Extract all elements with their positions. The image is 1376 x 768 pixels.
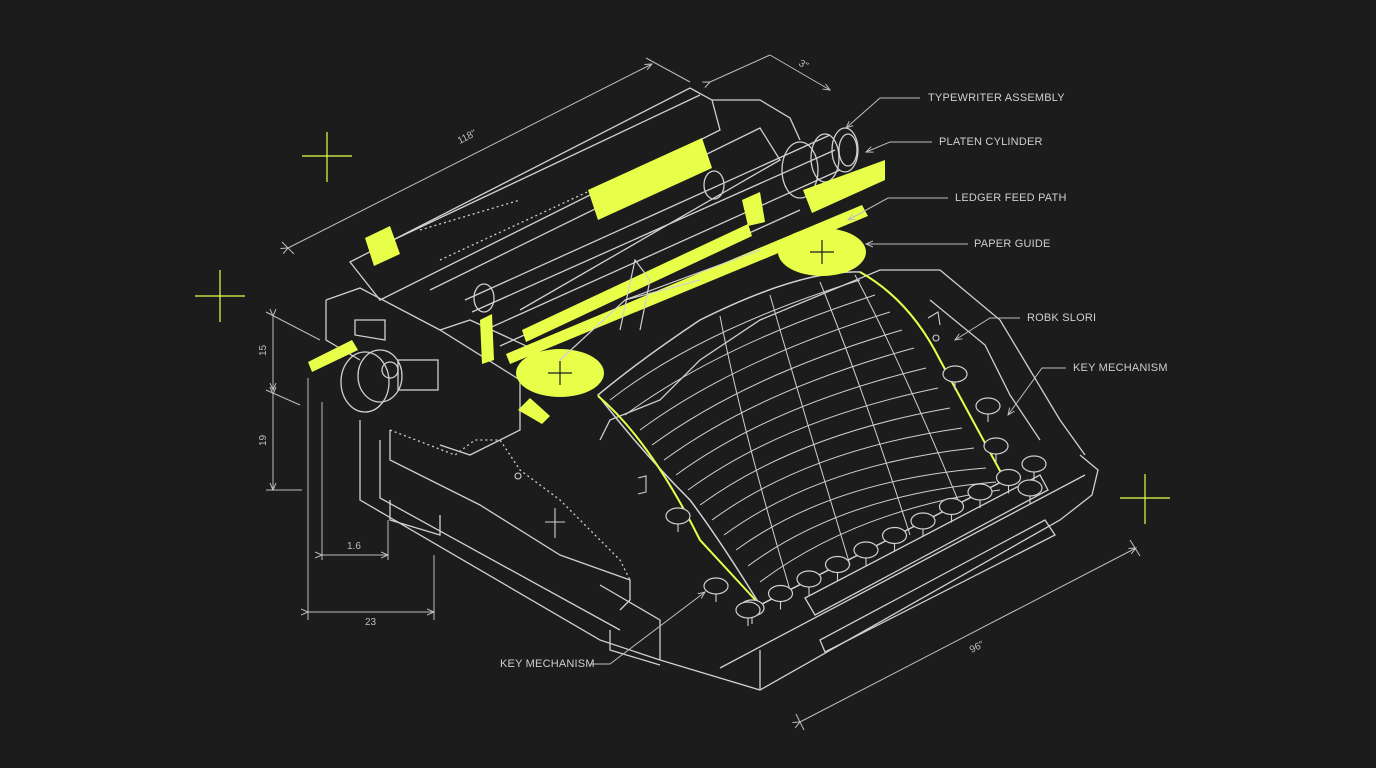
callout-paper-guide: PAPER GUIDE (974, 238, 1051, 250)
callout-key-mechanism-right: KEY MECHANISM (1073, 362, 1168, 374)
dimension-base-outer: 23 (365, 617, 377, 628)
key-icon (703, 577, 729, 602)
key-icon (881, 526, 908, 552)
dimension-left-upper: 15 (258, 344, 269, 356)
callout-robk-slori: ROBK SLORI (1027, 312, 1097, 324)
crosshair-icon (195, 270, 245, 322)
type-bar-linkage (559, 249, 761, 361)
key-icon (967, 483, 993, 508)
ledger-sheet (596, 271, 1007, 606)
key-icon (910, 512, 936, 537)
dimension-base-inner: 1.6 (347, 541, 361, 552)
key-row (665, 365, 1047, 626)
platen-knob-icon (340, 349, 439, 413)
key-icon (975, 397, 1001, 422)
key-icon (767, 584, 794, 610)
dimension-lines (265, 54, 1141, 731)
platen-knob-icon (831, 127, 859, 173)
key-icon (995, 468, 1022, 494)
callout-typewriter-assembly: TYPEWRITER ASSEMBLY (928, 92, 1065, 104)
key-icon (735, 601, 761, 626)
key-icon (983, 437, 1009, 462)
key-icon (938, 497, 965, 523)
key-icon (942, 365, 968, 390)
callout-ledger-feed-path: LEDGER FEED PATH (955, 192, 1067, 204)
key-icon (1021, 455, 1047, 480)
key-icon (665, 507, 691, 532)
crosshair-icon (302, 132, 352, 182)
callout-leaders (590, 97, 1066, 665)
callout-key-mechanism-bottom: KEY MECHANISM (500, 658, 595, 670)
side-detail (514, 311, 941, 538)
paper-guide-disc (516, 349, 604, 397)
crosshair-icon (1120, 474, 1170, 524)
ledger-feed-path (597, 271, 1006, 606)
dimension-left-lower: 19 (258, 434, 269, 446)
base-frame (359, 269, 1099, 691)
paper-guide-disc (778, 228, 866, 276)
key-icon (1017, 479, 1043, 504)
callout-platen-cylinder: PLATEN CYLINDER (939, 136, 1043, 148)
